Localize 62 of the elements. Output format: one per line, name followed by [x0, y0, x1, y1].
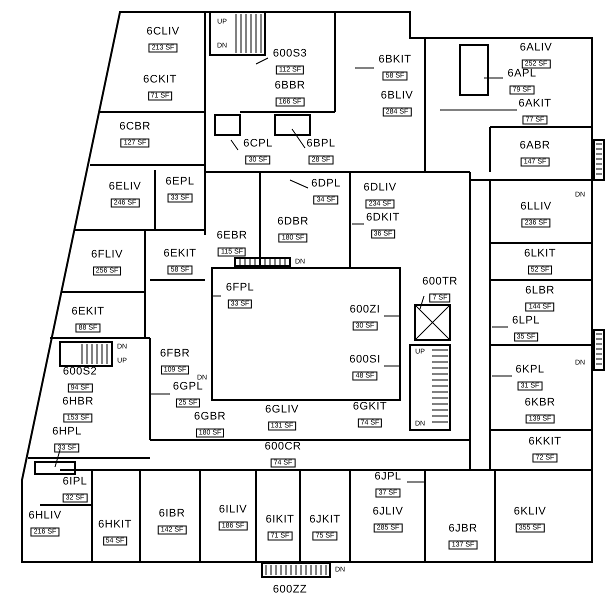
- room-name: 6GKIT: [352, 402, 388, 412]
- leader-line: [54, 450, 60, 468]
- room-name: 6EBR: [216, 230, 248, 242]
- room-name: 600S3: [272, 48, 308, 60]
- room-name: 6CKIT: [143, 74, 177, 86]
- room-name: 600ZI: [350, 304, 380, 316]
- room-name: 6KLIV: [514, 506, 546, 518]
- room-name: 6FPL: [226, 282, 254, 294]
- room-name: 6DLIV: [363, 182, 397, 194]
- room-name: 600ZZ: [272, 584, 308, 596]
- room-name: 600S2: [62, 366, 98, 378]
- room-name: 6KPL: [516, 364, 544, 376]
- room-name: 6CBR: [119, 122, 151, 132]
- room-name: 6KBR: [524, 398, 556, 408]
- room-name: 6APL: [508, 68, 536, 80]
- room-name: 6GPL: [172, 382, 204, 392]
- room-name: 6EPL: [166, 176, 194, 188]
- leader-line: [230, 140, 238, 150]
- room-name: 6LBR: [525, 286, 555, 296]
- room-name: 6CLIV: [146, 26, 180, 38]
- room-name: 6HLIV: [28, 510, 62, 522]
- room-name: 6HBR: [62, 396, 94, 408]
- room-name: 6JKIT: [309, 514, 341, 526]
- room-name: 6KKIT: [528, 436, 562, 448]
- room-name: 6GBR: [194, 412, 226, 422]
- room-name: 600TR: [422, 276, 458, 288]
- leader-line: [492, 326, 508, 328]
- room-name: 6BPL: [306, 138, 336, 150]
- room-name: 6BBR: [274, 80, 306, 92]
- room-name: 6ELIV: [108, 182, 142, 192]
- room-name: 6IPL: [62, 476, 88, 488]
- room-name: 6EKIT: [71, 306, 105, 318]
- room-name: 6JBR: [448, 524, 478, 534]
- room-name: 6ILIV: [218, 504, 248, 516]
- room-name: 6FLIV: [91, 250, 123, 260]
- room-name: 6AKIT: [518, 98, 552, 110]
- room-name: 6EKIT: [163, 248, 197, 260]
- leader-line: [292, 128, 306, 148]
- room-name: 6IBR: [158, 508, 186, 520]
- room-name: 6HPL: [52, 426, 82, 438]
- room-name: 6DPL: [311, 178, 341, 190]
- leader-line: [420, 296, 424, 310]
- room-name: 600CR: [264, 442, 302, 452]
- room-name: 6DKIT: [366, 212, 400, 224]
- room-name: 6JPL: [374, 472, 402, 482]
- room-name: 6ALIV: [520, 42, 552, 54]
- room-name: 6IKIT: [266, 514, 294, 526]
- room-name: 6HKIT: [98, 520, 132, 530]
- room-name: 6LKIT: [524, 248, 556, 260]
- leader-line: [256, 58, 268, 64]
- room-name: 6BLIV: [380, 90, 414, 102]
- room-name: 6CPL: [243, 138, 273, 150]
- room-name: 600SI: [349, 354, 381, 366]
- room-name: 6LPL: [512, 316, 540, 326]
- room-name: 6ABR: [520, 140, 550, 152]
- leader-line: [290, 180, 308, 188]
- room-name: 6DBR: [277, 216, 309, 228]
- room-name: 6LLIV: [520, 202, 552, 212]
- room-name: 6BKIT: [378, 54, 412, 66]
- room-name: 6GLIV: [265, 404, 299, 416]
- room-name: 6FBR: [160, 348, 190, 360]
- room-name: 6JLIV: [372, 506, 404, 518]
